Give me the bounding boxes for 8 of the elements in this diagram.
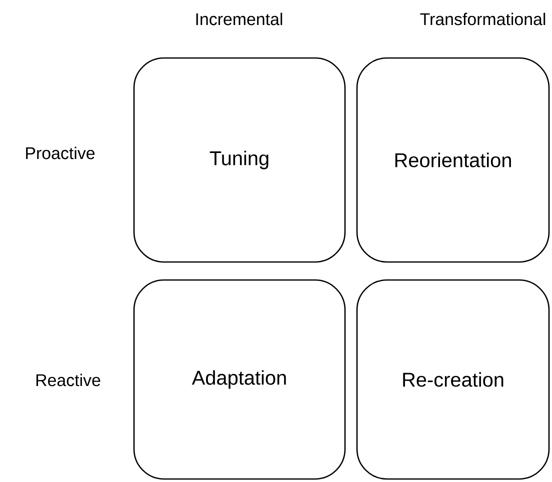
quadrant-box: Re-creation (356, 279, 550, 480)
row-label: Reactive (36, 374, 100, 386)
quadrant-box: Reorientation (356, 57, 550, 263)
column-header: Transformational (420, 12, 546, 26)
row-label: Proactive (26, 146, 95, 160)
column-header: Incremental (196, 12, 282, 26)
quadrant-box: Adaptation (133, 279, 346, 480)
quadrant-box: Tuning (133, 57, 346, 263)
